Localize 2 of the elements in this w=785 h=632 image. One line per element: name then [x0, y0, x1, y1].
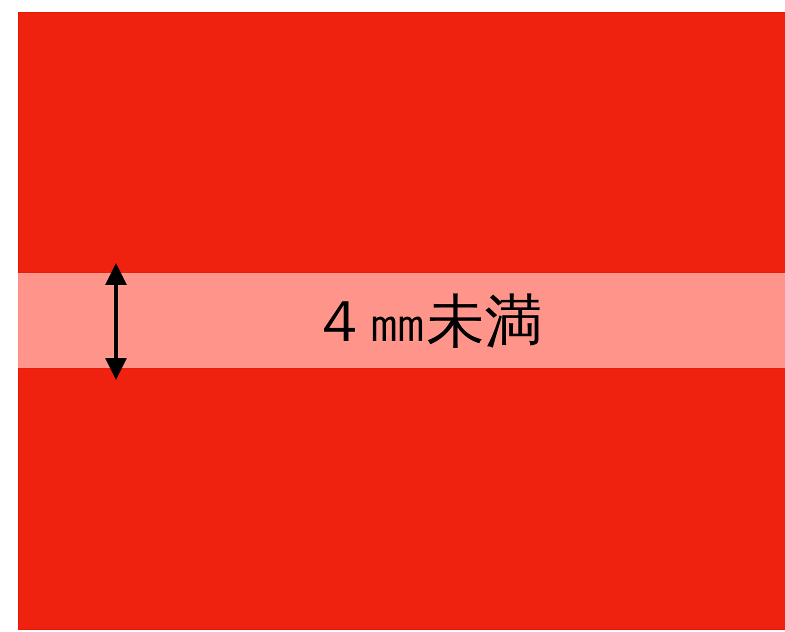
band — [18, 273, 785, 368]
dimension-label: ４㎜未満 — [310, 292, 542, 350]
